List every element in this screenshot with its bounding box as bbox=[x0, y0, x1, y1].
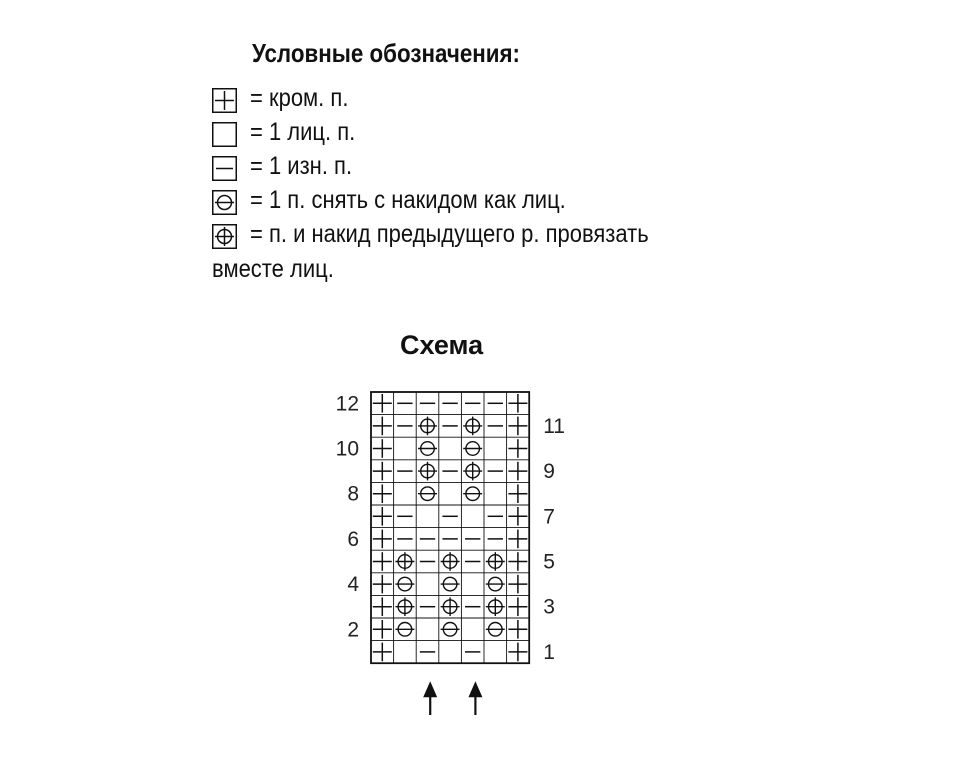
row-label-right: 9 bbox=[543, 460, 555, 483]
legend-item-text: = п. и накид предыдущего р. провязать bbox=[250, 220, 649, 248]
row-label-left: 12 bbox=[336, 392, 359, 415]
row-label-left: 6 bbox=[347, 528, 359, 551]
repeat-arrow-head bbox=[468, 681, 483, 698]
legend-item-continuation: вместе лиц. bbox=[212, 255, 334, 283]
repeat-arrow-head bbox=[423, 681, 438, 698]
legend-item-edge: = кром. п. bbox=[212, 82, 932, 113]
legend-item-knit-together: = п. и накид предыдущего р. провязать bbox=[212, 218, 932, 249]
row-label-right: 11 bbox=[543, 415, 565, 438]
row-label-left: 10 bbox=[336, 438, 359, 461]
row-label-right: 3 bbox=[543, 596, 555, 619]
legend-item-text: = 1 лиц. п. bbox=[250, 118, 356, 146]
legend-item-knit: = 1 лиц. п. bbox=[212, 116, 932, 147]
row-label-right: 1 bbox=[543, 641, 555, 664]
row-label-left: 4 bbox=[347, 573, 359, 596]
plus-box-icon bbox=[212, 88, 237, 113]
legend-title: Условные обозначения: bbox=[252, 38, 520, 68]
row-label-right: 5 bbox=[543, 551, 555, 574]
legend-item-slip: = 1 п. снять с накидом как лиц. bbox=[212, 184, 932, 215]
schema-title: Схема bbox=[400, 330, 484, 360]
row-label-left: 2 bbox=[347, 618, 359, 641]
circle-plus-box-icon bbox=[212, 224, 237, 249]
circle-minus-box-icon bbox=[212, 190, 237, 215]
legend-item-purl: = 1 изн. п. bbox=[212, 150, 932, 181]
legend-item-text: = 1 п. снять с накидом как лиц. bbox=[250, 186, 566, 214]
row-label-left: 8 bbox=[347, 483, 359, 506]
row-label-right: 7 bbox=[543, 505, 555, 528]
legend-item-text: = 1 изн. п. bbox=[250, 152, 353, 180]
legend-item-text: = кром. п. bbox=[250, 84, 349, 112]
minus-box-icon bbox=[212, 156, 237, 181]
knitting-chart: 2 4 6 8 10 12 1 3 5 7 9 11 bbox=[336, 391, 565, 715]
empty-box-icon bbox=[212, 122, 237, 147]
